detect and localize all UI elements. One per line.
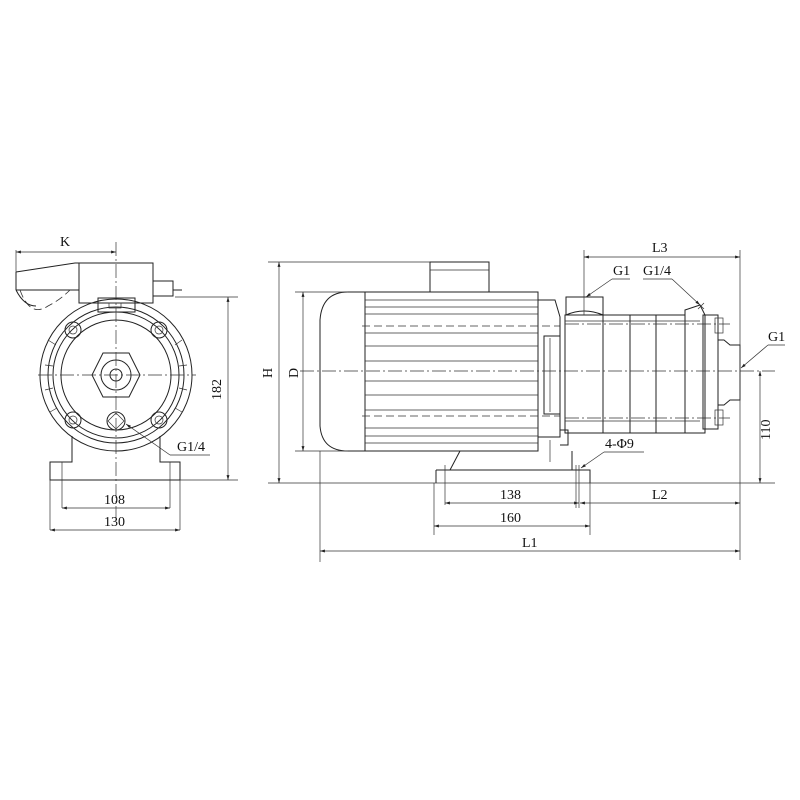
callout-drain-port: G1/4 [125, 423, 210, 456]
callout-outlet-label: G1 [768, 330, 785, 345]
dim-motor-diameter: D [287, 291, 348, 452]
callout-holes-label: 4-Φ9 [605, 437, 634, 452]
dim-l1: L1 [319, 451, 740, 562]
dim-base-130: 130 [50, 515, 180, 532]
adapter [538, 299, 569, 462]
dim-l3-label: L3 [652, 241, 668, 256]
dim-138-label: 138 [500, 488, 521, 503]
dim-l2-label: L2 [652, 488, 668, 503]
side-view: H D L3 G1 G1/4 [261, 241, 785, 562]
dim-hole-spacing: 138 [445, 488, 579, 505]
dim-l1-label: L1 [522, 536, 538, 551]
end-cover [684, 302, 741, 434]
dim-d-label: D [287, 368, 302, 378]
side-base [435, 450, 591, 508]
dim-height-182: 182 [175, 296, 238, 481]
dim-shaft-height: 110 [758, 371, 774, 483]
dim-k-label: K [60, 235, 70, 250]
callout-inlet: G1 [585, 264, 630, 298]
inlet-port [565, 296, 604, 316]
terminal-box [15, 262, 182, 313]
motor-body [362, 291, 560, 452]
dim-l3: L3 [583, 241, 741, 560]
dim-h-label: H [261, 368, 276, 378]
dim-130-label: 130 [104, 515, 125, 530]
dim-l2: L2 [580, 488, 740, 505]
callout-vent: G1/4 [643, 264, 701, 306]
callout-outlet: G1 [740, 330, 785, 369]
callout-vent-label: G1/4 [643, 264, 671, 279]
dim-108-label: 108 [104, 493, 125, 508]
fan-cover [319, 291, 365, 452]
dim-base-108: 108 [61, 493, 170, 510]
callout-mounting-holes: 4-Φ9 [580, 437, 644, 469]
dim-k: K [15, 235, 117, 272]
dim-182-label: 182 [210, 379, 225, 400]
bolts [64, 321, 168, 429]
dim-overall-height: H [261, 261, 430, 483]
terminal-box-side [429, 261, 490, 293]
dim-110-label: 110 [759, 420, 774, 440]
callout-drain-label: G1/4 [177, 440, 205, 455]
dim-160-label: 160 [500, 511, 521, 526]
front-view: K 182 G1/4 108 130 [15, 235, 238, 532]
pump-stages [564, 314, 730, 434]
callout-inlet-label: G1 [613, 264, 630, 279]
dim-base-length: 160 [433, 483, 591, 535]
front-base [49, 436, 181, 530]
